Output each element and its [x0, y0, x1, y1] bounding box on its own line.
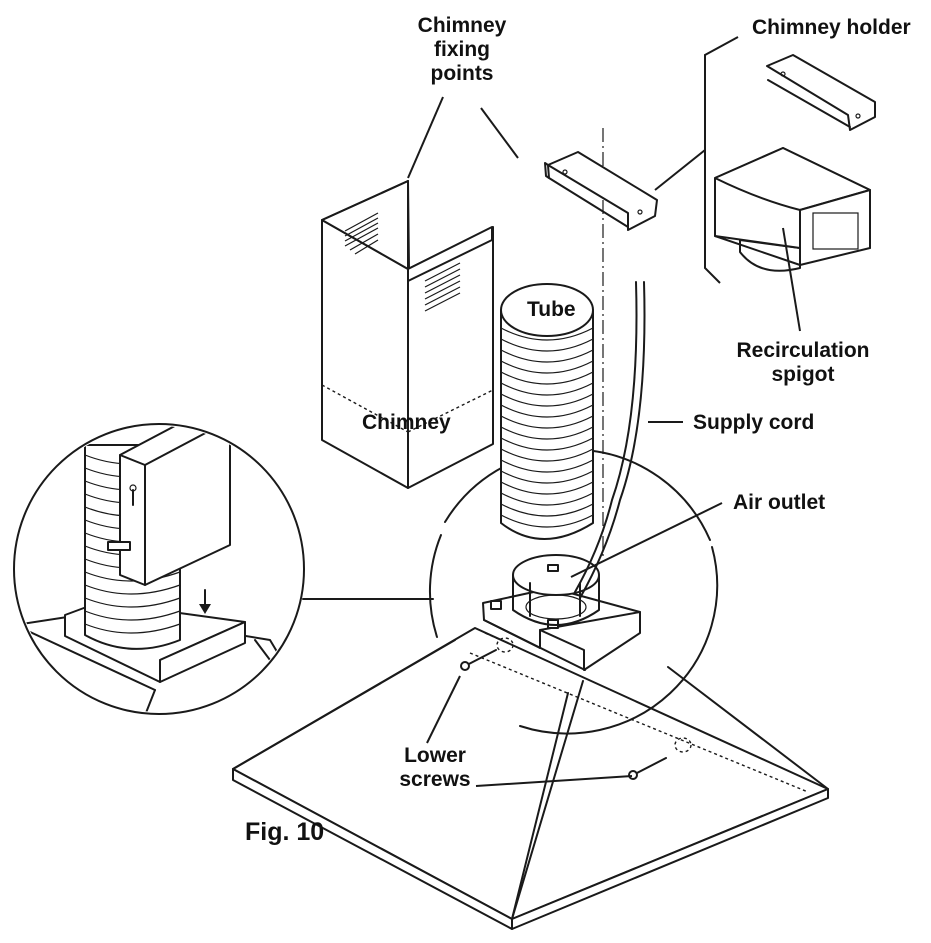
tube-rib	[500, 382, 594, 396]
tube-rib	[500, 459, 594, 473]
detail-inset	[13, 423, 305, 715]
tube-rib	[500, 492, 594, 506]
tube-rib	[500, 437, 594, 451]
recirculation-spigot	[714, 147, 871, 272]
tube-rib	[500, 349, 594, 363]
tube-rib	[500, 470, 594, 484]
label-chimney-holder: Chimney holder	[752, 16, 911, 39]
tube-rib	[500, 371, 594, 385]
inset-tube-rib	[84, 597, 181, 608]
tube-rib	[500, 393, 594, 407]
leader-lines	[407, 36, 801, 787]
tube-rib	[500, 360, 594, 374]
inset-tube-rib	[84, 610, 181, 621]
inset-tube-rib	[84, 571, 181, 582]
label-chimney-fixing-points-line2: fixing	[434, 38, 490, 61]
tube-rib	[500, 514, 594, 528]
inset-tube-rib	[84, 584, 181, 595]
tube-rib	[500, 415, 594, 429]
label-chimney-fixing-points: Chimney fixing points	[412, 14, 512, 86]
supply-cord	[574, 281, 638, 593]
inset-tube-rib	[84, 623, 181, 634]
tube-rib	[500, 481, 594, 495]
label-recirculation-spigot-line1: Recirculation	[736, 339, 870, 362]
tube-rib	[500, 503, 594, 517]
label-air-outlet: Air outlet	[733, 491, 826, 514]
label-recirculation-spigot-line2: spigot	[771, 363, 835, 386]
label-lower-screws-line2: screws	[399, 768, 471, 791]
chimney-holder-left	[544, 151, 658, 231]
tube-rib	[500, 448, 594, 462]
chimney	[321, 180, 494, 489]
base-collar	[482, 554, 641, 671]
tube-rib	[500, 404, 594, 418]
tube-rib	[500, 338, 594, 352]
label-supply-cord: Supply cord	[693, 411, 815, 434]
label-recirculation-spigot: Recirculation spigot	[728, 339, 878, 387]
label-chimney: Chimney	[362, 411, 451, 434]
chimney-holder-right	[766, 54, 876, 131]
lower-screw-left	[460, 649, 497, 671]
label-lower-screws-line1: Lower	[404, 744, 466, 767]
tube	[500, 283, 594, 540]
tube-rib	[500, 426, 594, 440]
label-tube: Tube	[527, 298, 576, 321]
label-chimney-fixing-points-line1: Chimney	[417, 14, 507, 37]
label-chimney-fixing-points-line3: points	[430, 62, 494, 85]
label-lower-screws: Lower screws	[390, 744, 480, 792]
tube-rib	[500, 327, 594, 341]
hood-canopy	[232, 627, 829, 930]
figure-caption: Fig. 10	[245, 818, 325, 846]
